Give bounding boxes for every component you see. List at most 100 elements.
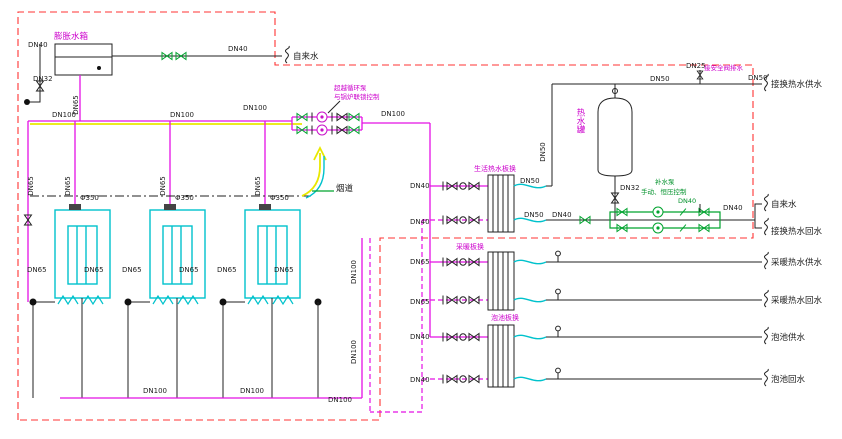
pipe-size-label: DN40 bbox=[228, 45, 248, 53]
distribution bbox=[361, 123, 488, 413]
pipe-size-label: DN50 bbox=[520, 177, 540, 185]
circulation-pump-group bbox=[291, 100, 430, 136]
pipe-break-icon bbox=[763, 368, 769, 387]
label-boiler-diameter: Φ350 bbox=[175, 194, 194, 202]
pipe-size-label: DN50 bbox=[524, 211, 544, 219]
secondary-lines bbox=[546, 250, 769, 387]
strainer-icon bbox=[459, 182, 467, 190]
label-hx-return: 接换热水回水 bbox=[771, 226, 823, 237]
flue-duct bbox=[301, 153, 321, 197]
boilers bbox=[29, 204, 362, 399]
pipe-size-label: DN32 bbox=[620, 184, 640, 192]
main-header bbox=[24, 120, 312, 302]
return-branches bbox=[422, 219, 488, 380]
pipe-size-label: DN65 bbox=[274, 266, 294, 274]
pipe-size-label: DN65 bbox=[27, 176, 35, 196]
label-relief-note: 接安全阀排水 bbox=[704, 63, 744, 72]
pipe-size-label: DN65 bbox=[84, 266, 104, 274]
plate-stripes bbox=[492, 175, 509, 232]
boiler-2 bbox=[149, 209, 206, 299]
pipe-size-label: DN65 bbox=[179, 266, 199, 274]
pipe-segment bbox=[222, 301, 245, 398]
pipe-size-label: DN65 bbox=[27, 266, 47, 274]
pipe-break-icon bbox=[763, 326, 769, 345]
pipe-segment bbox=[32, 301, 55, 398]
strainer-icon bbox=[459, 296, 467, 304]
branch-valves bbox=[442, 181, 480, 384]
dhw-supply-line bbox=[546, 70, 769, 187]
label-flue: 烟道 bbox=[336, 183, 354, 194]
pipe-size-label: DN50 bbox=[748, 74, 768, 82]
pump-manifold bbox=[609, 211, 721, 229]
flue-assembly bbox=[301, 145, 334, 199]
boiler-2-core bbox=[162, 225, 193, 285]
pipe-segment bbox=[30, 44, 41, 103]
label-boiler-diameter: Φ350 bbox=[270, 194, 289, 202]
tank-nozzle-icon bbox=[612, 88, 618, 94]
pipe-break-icon bbox=[763, 289, 769, 308]
boiler-3 bbox=[244, 209, 301, 299]
heat-exchangers bbox=[487, 174, 547, 388]
flex-joint-icon bbox=[177, 295, 199, 305]
pump-manifold bbox=[291, 116, 430, 131]
expansion-tank bbox=[54, 43, 113, 76]
label-hot-water-tank: 热水罐 bbox=[575, 107, 585, 134]
drain-pump-icon bbox=[24, 99, 30, 105]
pipe-size-label: DN50 bbox=[650, 75, 670, 83]
gauge-icon bbox=[555, 367, 561, 380]
pipe-size-label: DN65 bbox=[122, 266, 142, 274]
return-main bbox=[370, 220, 423, 413]
pipe-size-label: DN100 bbox=[350, 260, 358, 284]
strainer-icon bbox=[459, 375, 467, 383]
pipe-segment bbox=[546, 261, 762, 380]
label-heating-return: 采暖热水回水 bbox=[771, 295, 823, 306]
pipe-segment bbox=[546, 83, 762, 187]
pipe-size-label: DN65 bbox=[254, 176, 262, 196]
pipe-size-label: DN40 bbox=[678, 197, 696, 205]
expansion-tank-assembly bbox=[24, 43, 290, 121]
pipe-size-label: DN65 bbox=[72, 95, 80, 115]
strainer-icon bbox=[459, 216, 467, 224]
label-pool-return: 泡池回水 bbox=[771, 374, 806, 385]
exchanger-connectors bbox=[513, 183, 547, 382]
level-dot bbox=[97, 66, 101, 70]
pipe-size-label: DN50 bbox=[539, 142, 547, 162]
pipe-size-label: DN100 bbox=[52, 111, 76, 119]
pool-exchanger bbox=[487, 324, 515, 388]
boiler-pump-icon bbox=[219, 298, 227, 306]
label-interlock-note: 与锅炉联锁控制 bbox=[334, 92, 380, 101]
label-dhw-exchanger: 生活热水板换 bbox=[474, 164, 516, 173]
pipe-size-label: DN100 bbox=[170, 111, 194, 119]
pipe-size-label: DN65 bbox=[410, 258, 430, 266]
boiler-cap bbox=[164, 204, 176, 210]
boiler-cap bbox=[69, 204, 81, 210]
pump-icon bbox=[652, 222, 664, 234]
flex-joint-icon bbox=[57, 295, 79, 305]
label-pool-supply: 泡池供水 bbox=[771, 332, 806, 343]
label-pool-exchanger: 泡池板换 bbox=[491, 313, 519, 322]
pipe-size-label: DN100 bbox=[350, 340, 358, 364]
pump-icon bbox=[316, 124, 328, 136]
supply-branches bbox=[430, 185, 488, 338]
pipe-size-label: DN40 bbox=[410, 333, 430, 341]
pipe-break-icon bbox=[763, 217, 769, 236]
pipe-size-label: DN100 bbox=[143, 387, 167, 395]
pipe-break-icon bbox=[284, 45, 290, 64]
pipe-break-icon bbox=[763, 193, 769, 212]
pipe-size-label: DN100 bbox=[381, 110, 405, 118]
strainer-icon bbox=[459, 333, 467, 341]
plate-stripes bbox=[492, 252, 509, 310]
label-boiler-diameter: Φ350 bbox=[80, 194, 99, 202]
pump-icon bbox=[652, 206, 664, 218]
pipe-size-label: DN65 bbox=[159, 176, 167, 196]
label-heating-supply: 采暖热水供水 bbox=[771, 257, 823, 268]
pipe-size-label: DN65 bbox=[410, 298, 430, 306]
boiler-room-boundary bbox=[17, 11, 754, 421]
pipe-size-label: DN100 bbox=[240, 387, 264, 395]
pipe-segment bbox=[127, 301, 150, 398]
flex-joint-icon bbox=[272, 295, 294, 305]
flex-joint-icon bbox=[152, 295, 174, 305]
gauge-icon bbox=[555, 288, 561, 301]
pipe-size-label: DN40 bbox=[410, 218, 430, 226]
labels: 膨胀水箱 DN40 DN32 DN40 自来水 DN100 DN100 DN10… bbox=[27, 31, 823, 404]
